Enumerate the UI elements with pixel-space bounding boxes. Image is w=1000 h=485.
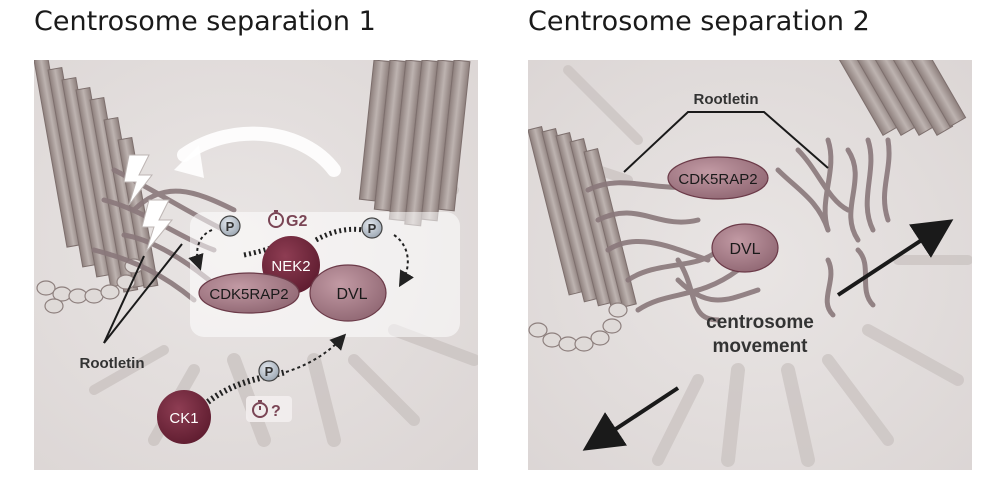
svg-text:P: P (226, 219, 235, 234)
centriole-right (358, 60, 471, 227)
microtubule-rays (533, 65, 972, 467)
movement-label-line1: centrosome (706, 312, 814, 333)
dvl-label: DVL (729, 241, 760, 258)
curved-arrow-icon (177, 126, 341, 177)
cdk5rap2-protein (667, 156, 769, 200)
movement-arrow-up-right (836, 219, 954, 297)
rootletin-label: Rootletin (80, 355, 145, 372)
phospho-badge: P (258, 360, 280, 382)
rootletin-pointer-lines (103, 243, 183, 344)
centriole-left (528, 126, 637, 352)
centrosome-separation-2-diagram: Rootletin CDK5RAP2 DVL centrosome moveme… (528, 60, 972, 470)
svg-text:P: P (265, 364, 274, 379)
ck1-label: CK1 (169, 410, 198, 427)
dvl-label: DVL (336, 286, 367, 303)
centrosome-separation-1-diagram: Rootletin G2 P P NEK2 DVL CDK5RAP2 P CK1 (34, 60, 478, 470)
phospho-badge: P (361, 217, 383, 239)
rootletin-fibers (585, 137, 892, 323)
panel-2-title: Centrosome separation 2 (528, 6, 870, 37)
movement-label-line2: movement (712, 336, 808, 357)
cdk5rap2-label: CDK5RAP2 (209, 286, 288, 303)
timing-unknown-label: ? (271, 403, 281, 420)
timing-g2-label: G2 (286, 213, 307, 230)
stopwatch-icon (252, 400, 268, 418)
phosphorylation-arrows (243, 226, 365, 258)
centriole-left (34, 60, 159, 314)
ck1-protein (157, 390, 211, 444)
cdk5rap2-protein (198, 272, 300, 314)
panel-1-title: Centrosome separation 1 (34, 6, 376, 37)
lightning-bolt-icon (123, 154, 174, 253)
rootletin-label: Rootletin (694, 91, 759, 108)
centriole-right (827, 60, 967, 136)
stopwatch-icon (268, 210, 284, 228)
dvl-protein (309, 264, 387, 322)
cdk5rap2-label: CDK5RAP2 (678, 171, 757, 188)
svg-text:P: P (368, 221, 377, 236)
nek2-label: NEK2 (271, 258, 310, 275)
phospho-badge: P (219, 215, 241, 237)
movement-arrow-down-left (582, 386, 680, 451)
ck1-phosphorylation-arrow (202, 369, 287, 408)
dvl-protein (711, 223, 779, 273)
rootletin-pointer-lines (623, 111, 829, 173)
